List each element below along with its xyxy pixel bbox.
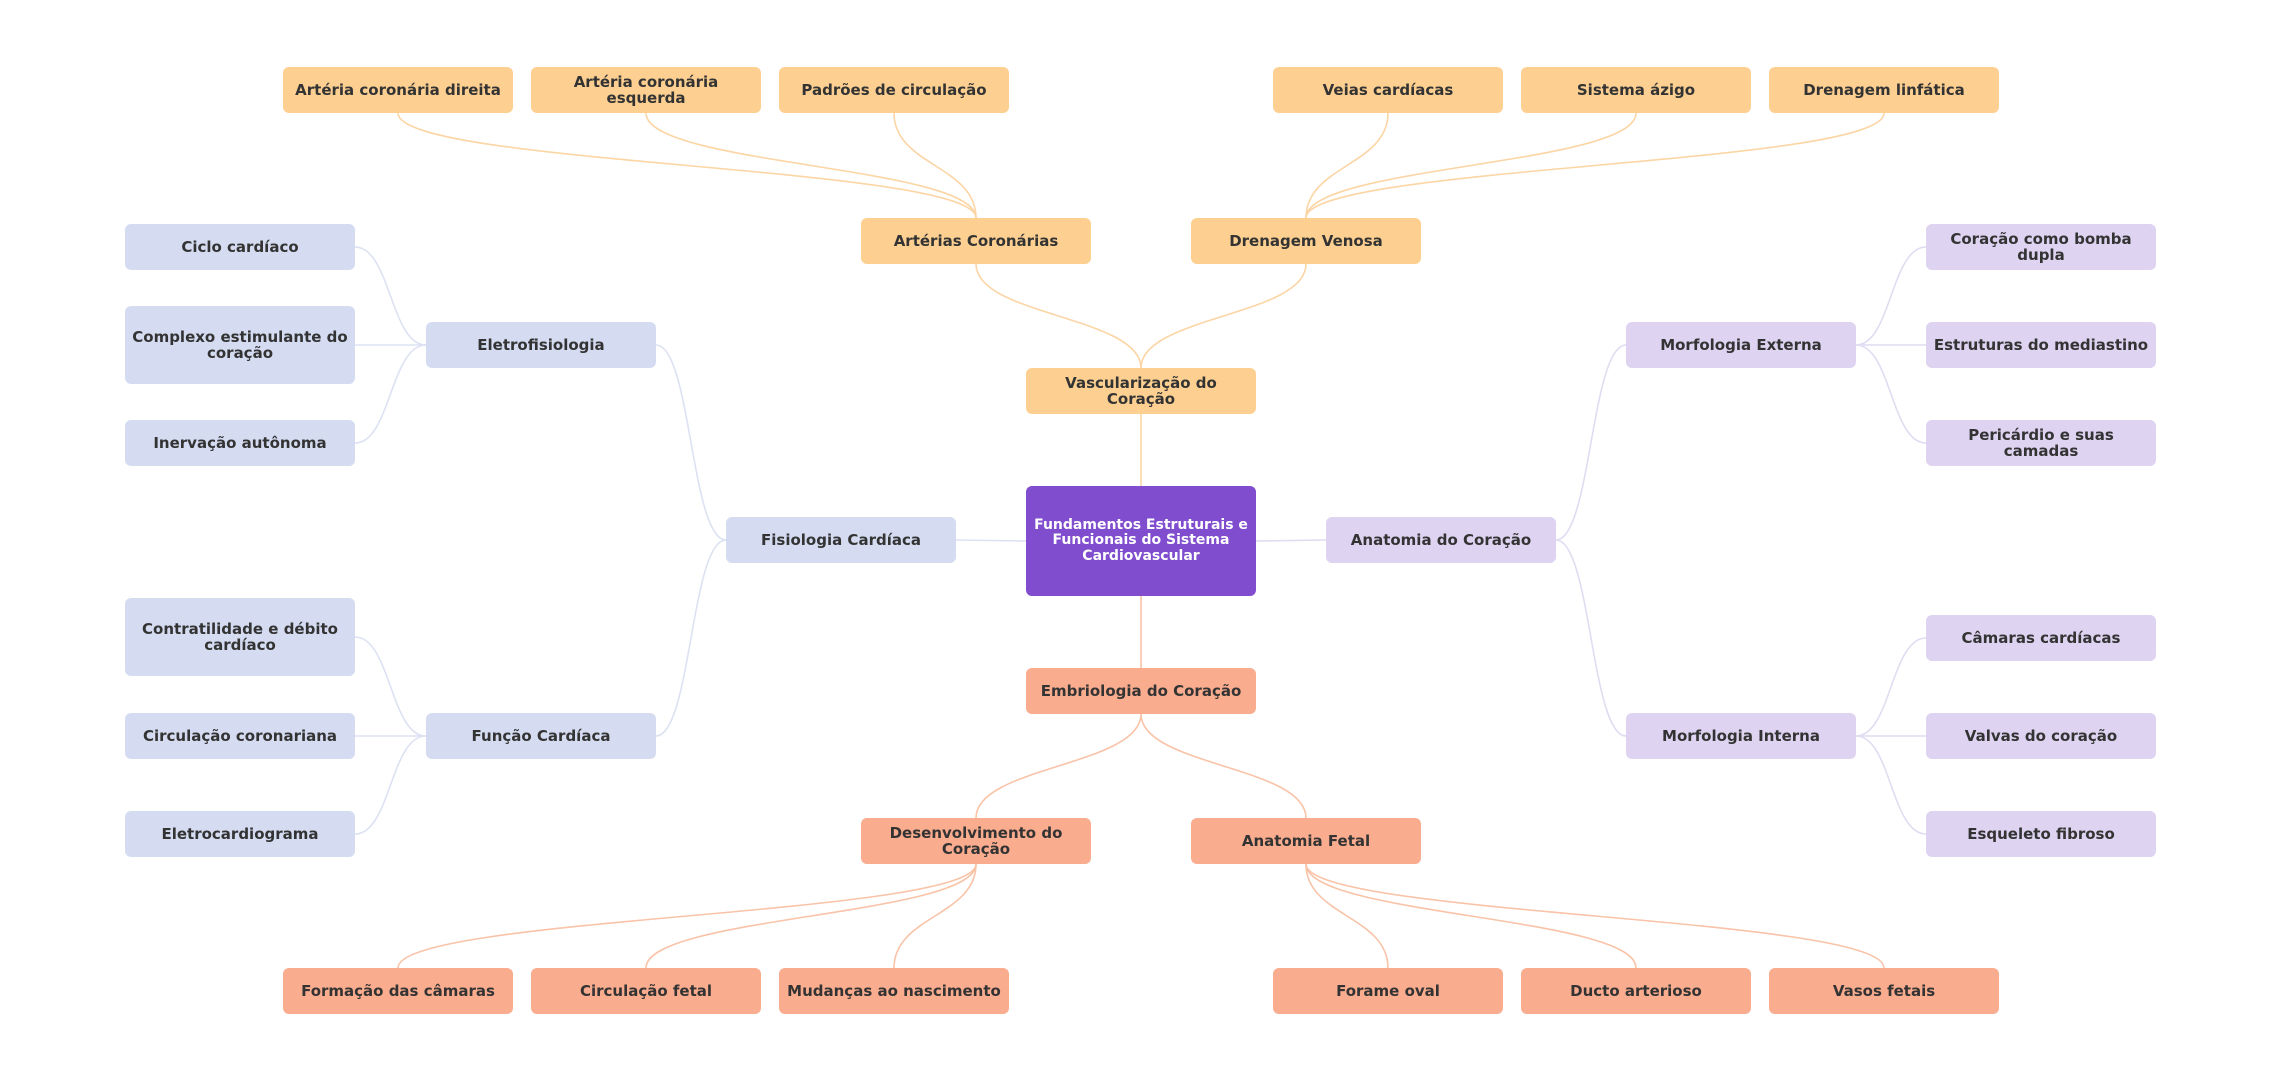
leaf-node-forame-oval[interactable]: Forame oval: [1273, 968, 1503, 1014]
branch-node-anatomia[interactable]: Anatomia do Coração: [1326, 517, 1556, 563]
leaf-node-complexo-estimulante[interactable]: Complexo estimulante do coração: [125, 306, 355, 384]
connector-b3s0: [975, 713, 1142, 819]
connector-b0s0l1: [645, 112, 977, 219]
connector-b0s0l2: [893, 112, 977, 219]
connector-b3s0l0: [397, 863, 977, 969]
connector-b3s1l0: [1305, 863, 1389, 969]
leaf-node-arteria-coronaria-esquerda[interactable]: Artéria coronária esquerda: [531, 67, 761, 113]
leaf-node-pericardio[interactable]: Pericárdio e suas camadas: [1926, 420, 2156, 466]
topic-node-funcao-cardiaca[interactable]: Função Cardíaca: [426, 713, 656, 759]
leaf-node-ciclo-cardiaco[interactable]: Ciclo cardíaco: [125, 224, 355, 270]
connector-b0s1: [1140, 263, 1307, 369]
branch-node-fisiologia[interactable]: Fisiologia Cardíaca: [726, 517, 956, 563]
connector-b3s0l1: [645, 863, 977, 969]
leaf-node-valvas[interactable]: Valvas do coração: [1926, 713, 2156, 759]
connector-b3s1: [1140, 713, 1307, 819]
leaf-node-mudancas-nascimento[interactable]: Mudanças ao nascimento: [779, 968, 1009, 1014]
leaf-node-circulacao-fetal[interactable]: Circulação fetal: [531, 968, 761, 1014]
connector-b3s1l1: [1305, 863, 1637, 969]
connector-b2s0l2: [354, 344, 427, 444]
connector-b2s0l0: [354, 246, 427, 346]
branch-node-vascularizacao[interactable]: Vascularização do Coração: [1026, 368, 1256, 414]
leaf-node-ducto-arterioso[interactable]: Ducto arterioso: [1521, 968, 1751, 1014]
connector-b2s1: [655, 539, 727, 737]
topic-node-morfologia-externa[interactable]: Morfologia Externa: [1626, 322, 1856, 368]
topic-node-drenagem-venosa[interactable]: Drenagem Venosa: [1191, 218, 1421, 264]
leaf-node-eletrocardiograma[interactable]: Eletrocardiograma: [125, 811, 355, 857]
leaf-node-arteria-coronaria-direita[interactable]: Artéria coronária direita: [283, 67, 513, 113]
leaf-node-estruturas-mediastino[interactable]: Estruturas do mediastino: [1926, 322, 2156, 368]
connector-b2s1l2: [354, 735, 427, 835]
connector-b2s1l0: [354, 636, 427, 737]
connector-b3s0l2: [893, 863, 977, 969]
leaf-node-formacao-camaras[interactable]: Formação das câmaras: [283, 968, 513, 1014]
leaf-node-padroes-de-circulacao[interactable]: Padrões de circulação: [779, 67, 1009, 113]
leaf-node-inervacao-autonoma[interactable]: Inervação autônoma: [125, 420, 355, 466]
connector-b1s1: [1555, 539, 1627, 737]
leaf-node-veias-cardiacas[interactable]: Veias cardíacas: [1273, 67, 1503, 113]
connector-root-fisio: [955, 539, 1027, 542]
connector-b0s0l0: [397, 112, 977, 219]
connector-b1s0l2: [1855, 344, 1927, 444]
branch-node-embriologia[interactable]: Embriologia do Coração: [1026, 668, 1256, 714]
leaf-node-camaras-cardiacas[interactable]: Câmaras cardíacas: [1926, 615, 2156, 661]
connector-b0s0: [975, 263, 1142, 369]
topic-node-anatomia-fetal[interactable]: Anatomia Fetal: [1191, 818, 1421, 864]
connector-b0s1l2: [1305, 112, 1885, 219]
connector-b1s1l2: [1855, 735, 1927, 835]
topic-node-arterias-coronarias[interactable]: Artérias Coronárias: [861, 218, 1091, 264]
root-node[interactable]: Fundamentos Estruturais e Funcionais do …: [1026, 486, 1256, 596]
topic-node-morfologia-interna[interactable]: Morfologia Interna: [1626, 713, 1856, 759]
connector-b1s0l0: [1855, 246, 1927, 346]
connector-root-anat: [1255, 539, 1327, 542]
connector-b1s0: [1555, 344, 1627, 541]
leaf-node-esqueleto-fibroso[interactable]: Esqueleto fibroso: [1926, 811, 2156, 857]
connector-b3s1l2: [1305, 863, 1885, 969]
leaf-node-sistema-azigo[interactable]: Sistema ázigo: [1521, 67, 1751, 113]
topic-node-desenvolvimento[interactable]: Desenvolvimento do Coração: [861, 818, 1091, 864]
leaf-node-vasos-fetais[interactable]: Vasos fetais: [1769, 968, 1999, 1014]
topic-node-eletrofisiologia[interactable]: Eletrofisiologia: [426, 322, 656, 368]
connector-b1s1l0: [1855, 637, 1927, 737]
leaf-node-coracao-bomba-dupla[interactable]: Coração como bomba dupla: [1926, 224, 2156, 270]
leaf-node-drenagem-linfatica[interactable]: Drenagem linfática: [1769, 67, 1999, 113]
leaf-node-contratilidade[interactable]: Contratilidade e débito cardíaco: [125, 598, 355, 676]
connector-b2s0: [655, 344, 727, 541]
leaf-node-circulacao-coronariana[interactable]: Circulação coronariana: [125, 713, 355, 759]
connector-b0s1l1: [1305, 112, 1637, 219]
connector-b0s1l0: [1305, 112, 1389, 219]
